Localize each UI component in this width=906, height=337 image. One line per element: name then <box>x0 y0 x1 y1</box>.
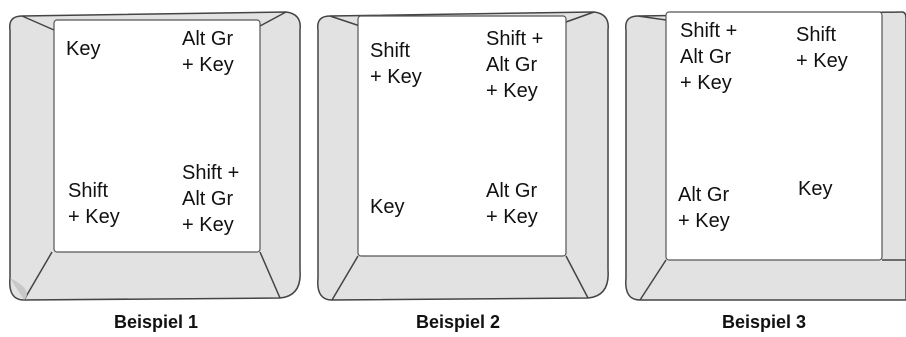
keycap-shape <box>317 11 609 301</box>
legend-top-right: Shift + Key <box>796 24 848 72</box>
legend-top-right: Alt Gr + Key <box>182 28 234 76</box>
keycap-example-3: Shift + Alt Gr + Key Shift + Key Alt Gr … <box>620 8 906 306</box>
keycap-example-2: Shift + Key Shift + Alt Gr + Key Key Alt… <box>312 8 612 306</box>
keycap-example-1: Key Alt Gr + Key Shift + Key Shift + Alt… <box>4 8 304 306</box>
caption-example-1: Beispiel 1 <box>113 312 199 332</box>
legend-bottom-left: Key <box>370 196 405 218</box>
legend-bottom-right: Key <box>798 178 833 200</box>
keycap-shape <box>9 11 301 301</box>
legend-top-left: Shift + Alt Gr + Key <box>680 20 738 94</box>
legend-top-left: Key <box>66 38 101 60</box>
keycap-shape <box>625 11 906 301</box>
caption-example-2: Beispiel 2 <box>415 312 501 332</box>
legend-top-left: Shift + Key <box>370 40 422 88</box>
legend-bottom-right: Alt Gr + Key <box>486 180 538 228</box>
legend-bottom-right: Shift + Alt Gr + Key <box>182 162 240 236</box>
legend-top-right: Shift + Alt Gr + Key <box>486 28 544 102</box>
caption-example-3: Beispiel 3 <box>721 312 807 332</box>
legend-bottom-left: Alt Gr + Key <box>678 184 730 232</box>
legend-bottom-left: Shift + Key <box>68 180 120 228</box>
